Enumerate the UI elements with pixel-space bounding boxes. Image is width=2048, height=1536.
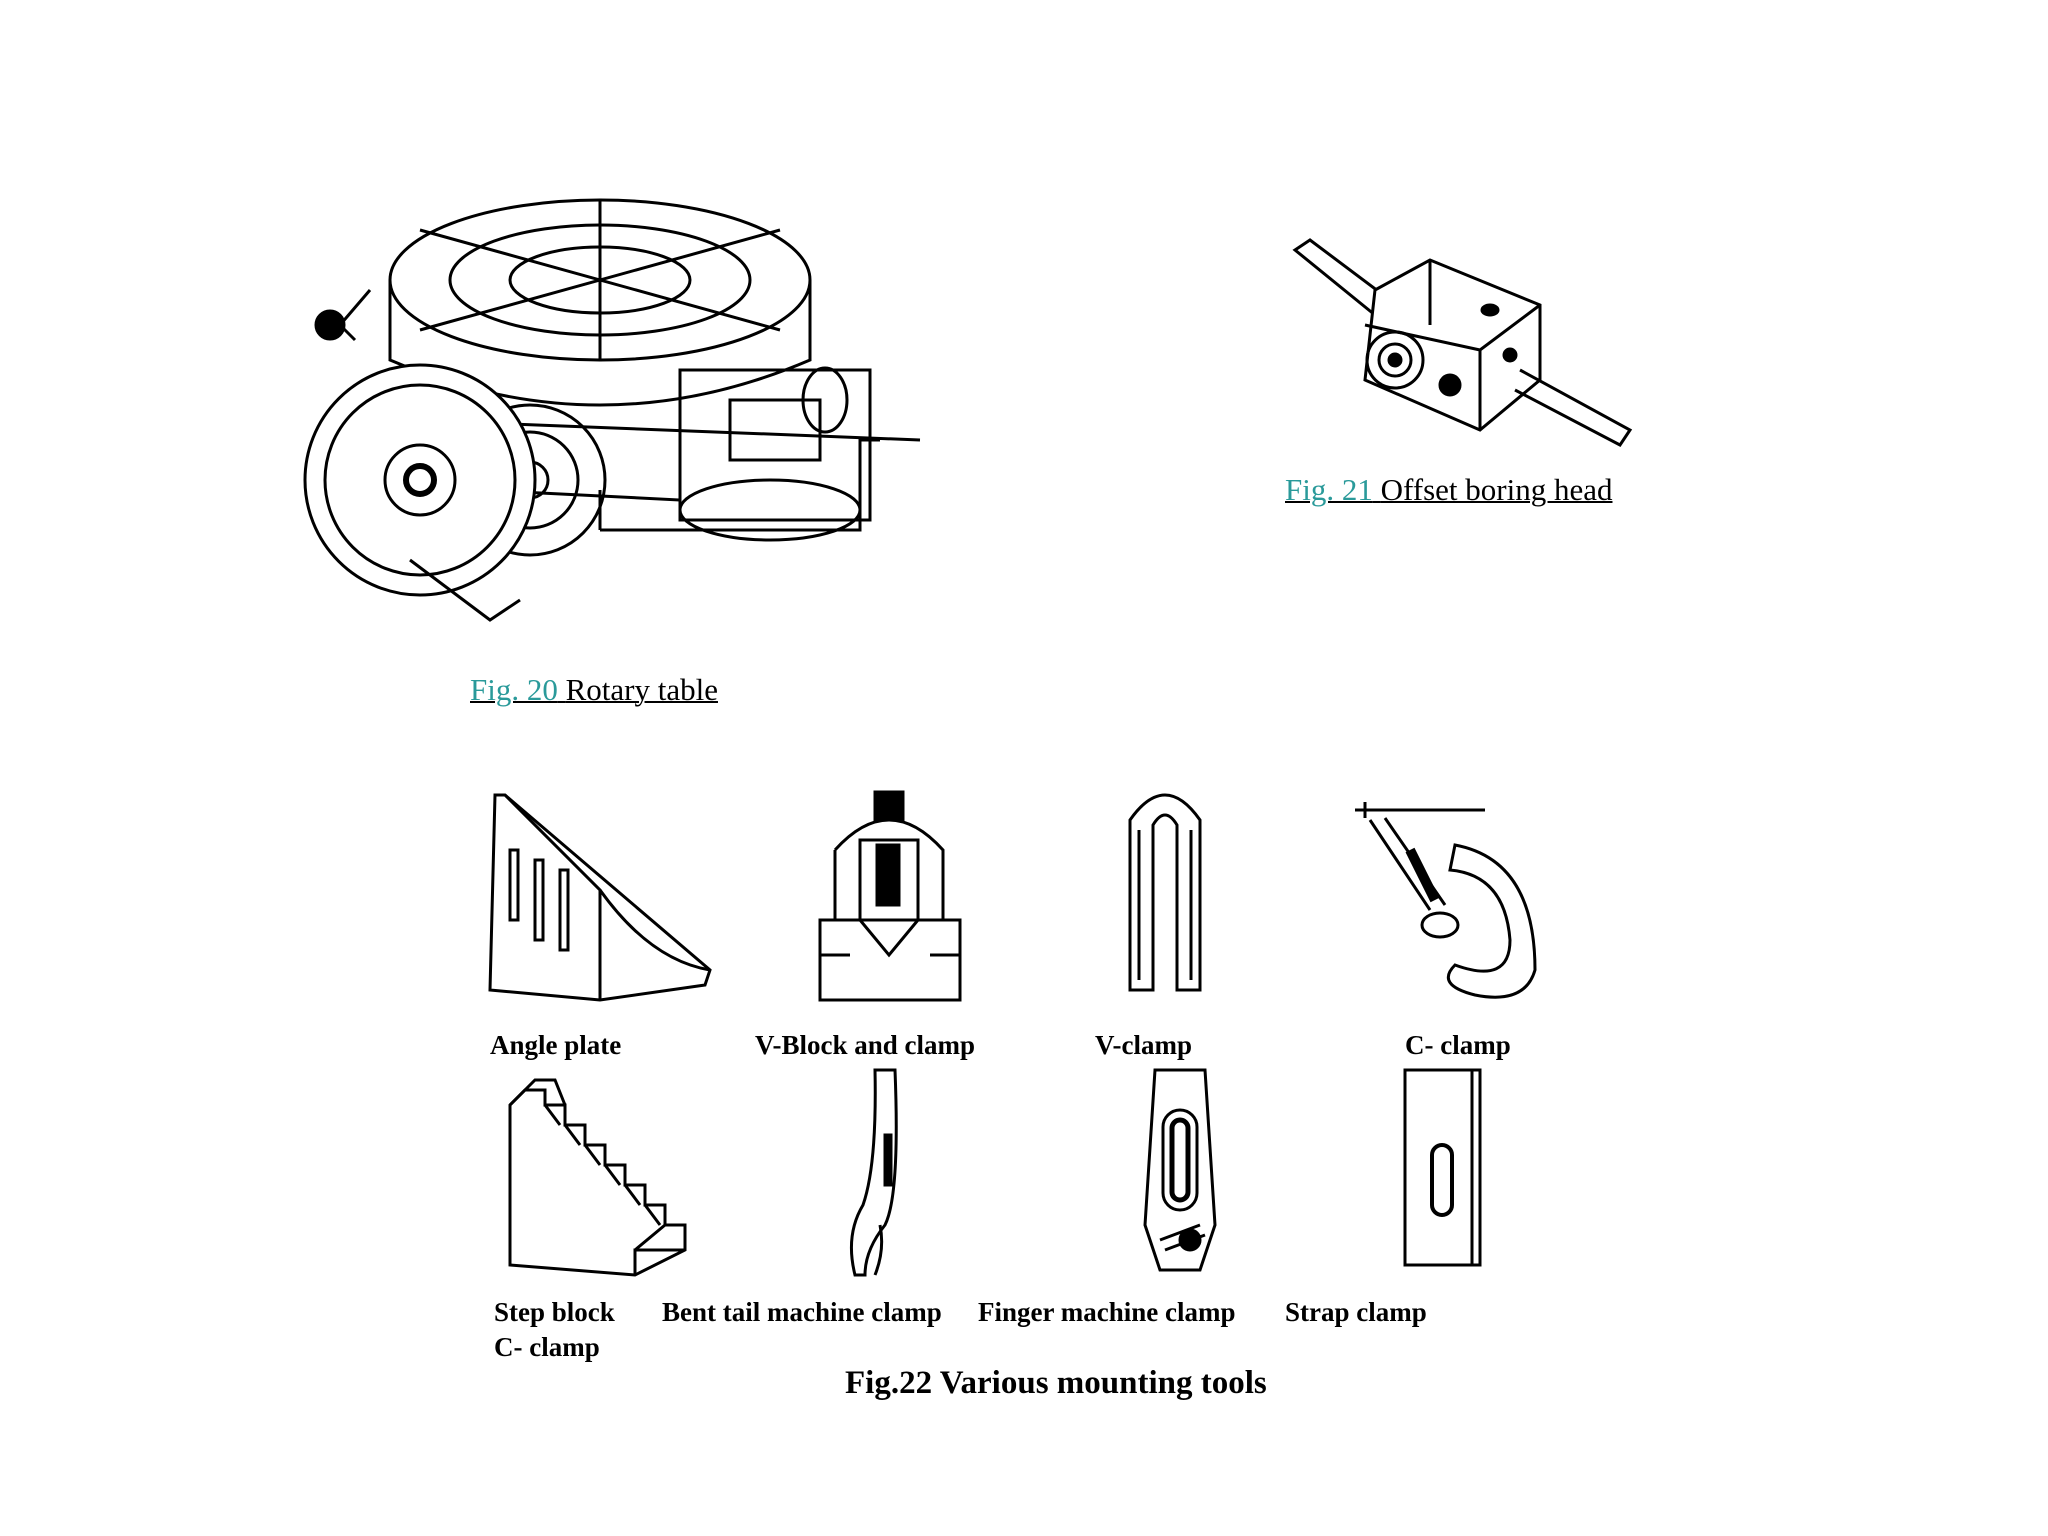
finger-clamp-illustration	[1130, 1065, 1230, 1280]
fig22-title: Fig.22 Various mounting tools	[845, 1365, 1267, 1401]
rotary-table-illustration	[300, 180, 860, 620]
fig20-number[interactable]: Fig. 20	[470, 672, 558, 707]
label-strap-clamp: Strap clamp	[1285, 1297, 1427, 1327]
angle-plate-illustration	[480, 790, 710, 1010]
offset-boring-head-illustration	[1280, 230, 1650, 450]
fig20-caption: Fig. 20 Rotary table	[470, 672, 718, 708]
label-c-clamp: C- clamp	[1405, 1030, 1511, 1060]
strap-clamp-illustration	[1400, 1065, 1490, 1280]
label-finger-machine-clamp: Finger machine clamp	[978, 1297, 1236, 1327]
label-v-block-and-clamp: V-Block and clamp	[755, 1030, 976, 1060]
fig21-number[interactable]: Fig. 21	[1285, 472, 1373, 507]
label-v-clamp: V-clamp	[1095, 1030, 1192, 1060]
bent-tail-clamp-illustration	[835, 1065, 935, 1280]
c-clamp-illustration	[1335, 790, 1565, 1010]
fig21-caption-text: Offset boring head	[1380, 472, 1613, 507]
label-bent-tail-machine-clamp: Bent tail machine clamp	[662, 1297, 942, 1327]
label-angle-plate: Angle plate	[490, 1030, 622, 1060]
v-block-and-clamp-illustration	[815, 790, 965, 1010]
fig20-caption-text: Rotary table	[565, 672, 718, 707]
fig21-caption: Fig. 21 Offset boring head	[1285, 472, 1612, 508]
label-step-block: Step block	[494, 1297, 615, 1327]
label-c-clamp-second: C- clamp	[494, 1332, 600, 1362]
v-clamp-illustration	[1125, 790, 1205, 995]
step-block-illustration	[505, 1065, 690, 1280]
